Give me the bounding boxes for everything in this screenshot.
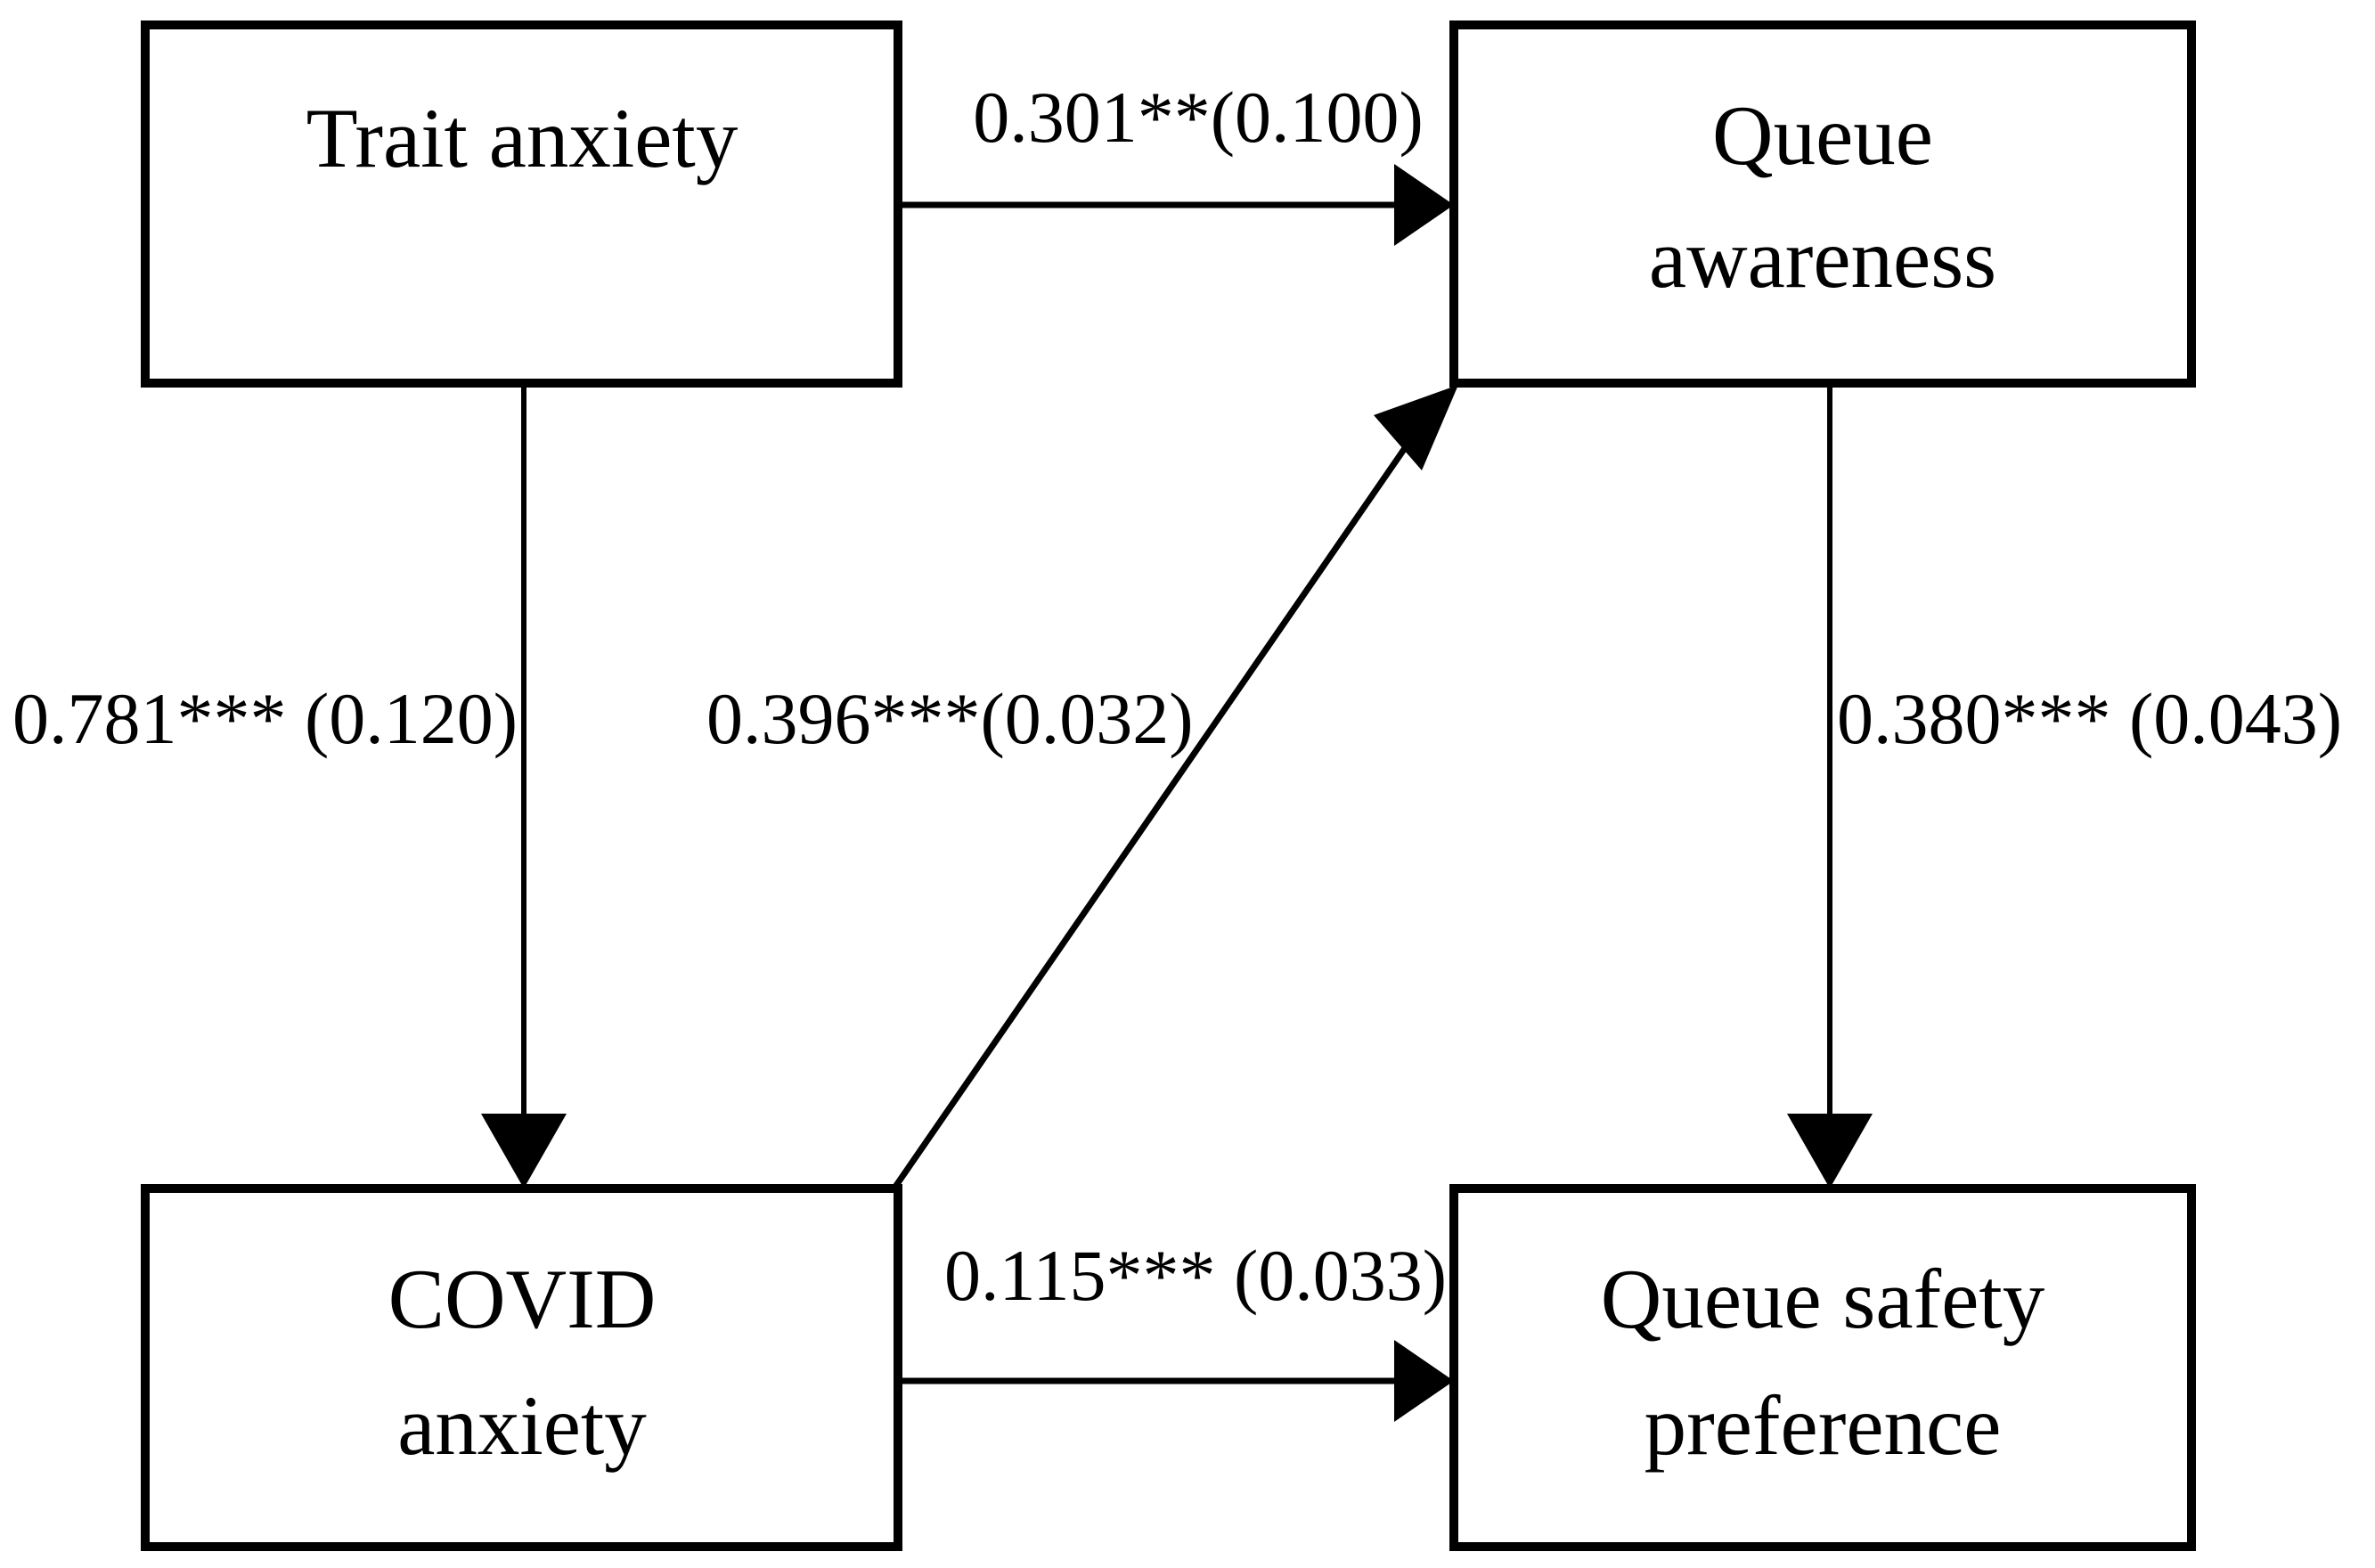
- node-covid-anxiety[interactable]: COVID anxiety: [141, 1184, 902, 1551]
- node-trait-anxiety-label-line1: Trait anxiety: [306, 91, 739, 185]
- node-queue-awareness-label-line2: awareness: [1649, 211, 1996, 306]
- edge-covid-to-awareness-arrowhead: [1374, 385, 1458, 470]
- node-covid-anxiety-label-line1: COVID: [388, 1252, 657, 1346]
- node-queue-safety-preference-label-line2: preference: [1645, 1378, 2002, 1473]
- edge-covid-to-awareness: [893, 385, 1458, 1188]
- edge-trait-to-awareness-arrowhead: [1394, 164, 1454, 246]
- node-queue-awareness-box[interactable]: [1449, 20, 2196, 388]
- node-trait-anxiety[interactable]: Trait anxiety: [141, 20, 902, 388]
- node-queue-safety-preference-box[interactable]: [1449, 1184, 2196, 1551]
- edge-covid-to-preference-arrowhead: [1394, 1340, 1454, 1422]
- node-queue-awareness-label-line1: Queue: [1712, 88, 1933, 183]
- edge-label-awareness-to-preference: 0.380*** (0.043): [1837, 678, 2342, 759]
- edge-trait-to-awareness: [898, 164, 1454, 246]
- edge-awareness-to-preference: [1787, 383, 1873, 1188]
- edge-covid-to-awareness-line: [893, 432, 1417, 1188]
- edge-label-covid-to-preference: 0.115*** (0.033): [944, 1235, 1447, 1316]
- edge-label-covid-to-awareness: 0.396***(0.032): [706, 678, 1194, 759]
- node-covid-anxiety-box[interactable]: [141, 1184, 902, 1551]
- edge-awareness-to-preference-arrowhead: [1787, 1114, 1873, 1188]
- edge-label-trait-to-covid: 0.781*** (0.120): [12, 678, 518, 759]
- edge-trait-to-covid: [481, 383, 567, 1188]
- node-queue-safety-preference-label-line1: Queue safety: [1601, 1252, 2045, 1346]
- node-queue-awareness[interactable]: Queue awareness: [1449, 20, 2196, 388]
- edge-label-trait-to-awareness: 0.301**(0.100): [973, 77, 1424, 158]
- node-queue-safety-preference[interactable]: Queue safety preference: [1449, 1184, 2196, 1551]
- node-covid-anxiety-label-line2: anxiety: [397, 1378, 647, 1473]
- edge-covid-to-preference: [898, 1340, 1454, 1422]
- node-trait-anxiety-box[interactable]: [141, 20, 902, 388]
- edge-trait-to-covid-arrowhead: [481, 1114, 567, 1188]
